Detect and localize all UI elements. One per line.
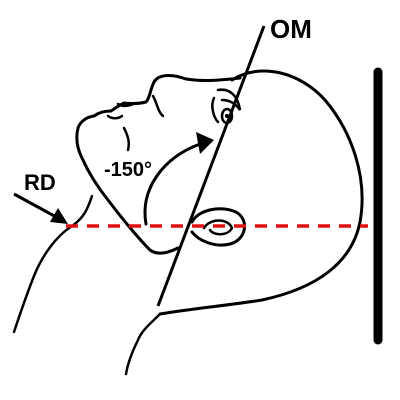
om-label: OM: [270, 14, 312, 44]
jaw-line: [122, 126, 131, 152]
angle-arc: [143, 142, 202, 226]
nostril-detail: [151, 94, 165, 118]
head-back-outline: [158, 69, 364, 316]
om-line: [156, 25, 266, 307]
face-profile-outline: [75, 73, 242, 255]
angle-arc-arrowhead: [196, 132, 214, 154]
eye-lid: [216, 88, 242, 111]
rd-pointer-line: [13, 192, 59, 220]
lips-detail: [106, 102, 135, 120]
ear-outline: [190, 207, 246, 247]
rd-label: RD: [24, 170, 56, 195]
ear-inner: [202, 219, 234, 236]
rd-pointer-arrowhead: [50, 208, 68, 224]
neck-front-line: [12, 194, 94, 334]
angle-label: -150°: [104, 159, 152, 181]
eye-brow: [211, 96, 220, 124]
neck-back-line: [124, 312, 162, 376]
